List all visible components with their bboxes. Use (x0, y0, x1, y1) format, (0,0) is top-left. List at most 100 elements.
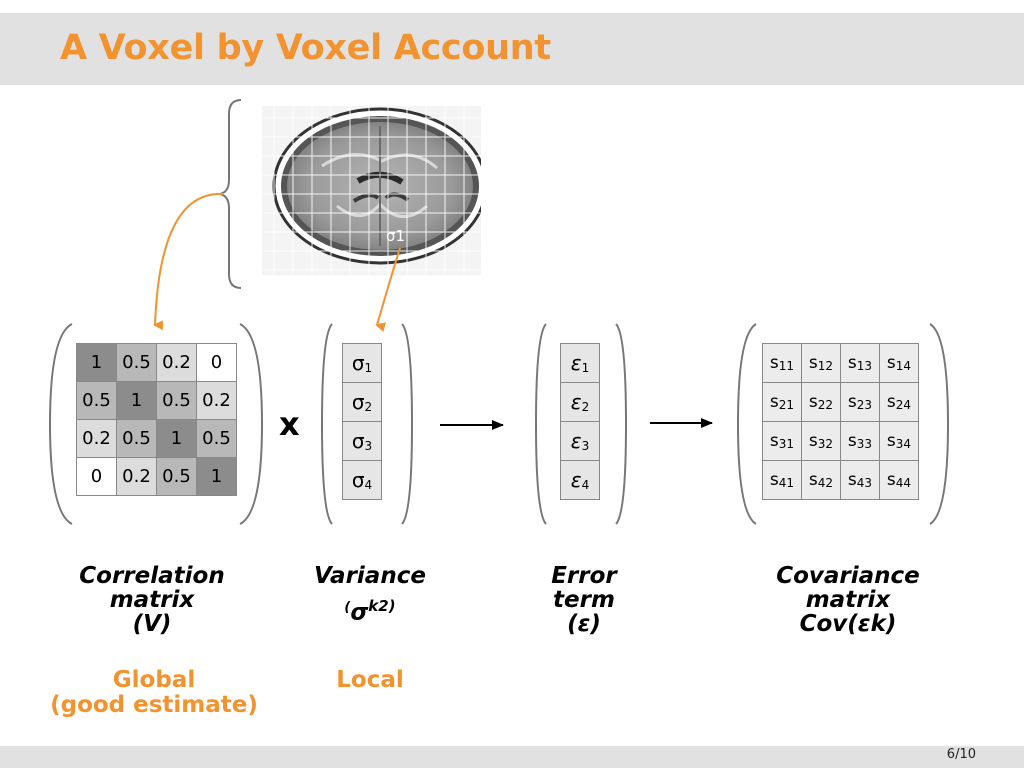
sigma-symbol: σ (351, 468, 365, 492)
label-line: Cov(εk) (799, 611, 897, 637)
cell-subscript: 1 (364, 361, 373, 375)
covariance-label: Covariance matrix Cov(εk) (748, 564, 948, 636)
err-left-paren (534, 323, 547, 525)
error-vector: ε1 ε2 ε3 ε4 (560, 343, 600, 500)
table-row: ε2 (560, 382, 600, 422)
table-row: σ2 (342, 382, 382, 422)
epsilon-symbol: ε (570, 390, 582, 414)
s-symbol: s (847, 470, 857, 490)
matrix-cell: 0.5 (196, 419, 237, 458)
label-paren-close: ) (388, 597, 396, 615)
cell-subscript: 31 (778, 437, 795, 451)
matrix-cell: 0.5 (76, 381, 117, 420)
matrix-cell: s12 (801, 343, 841, 383)
var-left-paren (320, 323, 333, 525)
left-brace (219, 99, 242, 289)
cell-subscript: 21 (778, 398, 795, 412)
matrix-cell: s22 (801, 382, 841, 422)
brain-mri-image (262, 106, 481, 275)
cell-subscript: 22 (817, 398, 834, 412)
sigma-symbol: σ (351, 351, 365, 375)
table-row: 0.5 1 0.5 0.2 (76, 381, 237, 420)
matrix-cell: 0.5 (156, 381, 197, 420)
s-symbol: s (769, 470, 779, 490)
matrix-cell: 0 (196, 343, 237, 382)
page-number: 6/10 (946, 747, 976, 762)
label-line: matrix (805, 587, 891, 613)
epsilon-symbol: ε (570, 429, 582, 453)
cell-subscript: 24 (895, 398, 912, 412)
variance-label: Variance (σk2) (290, 564, 450, 625)
matrix-cell: s11 (762, 343, 802, 383)
s-symbol: s (769, 431, 779, 451)
table-row: ε1 (560, 343, 600, 383)
voxel-sigma-label: σ1 (386, 227, 406, 245)
table-row: s31 s32 s33 s34 (762, 421, 919, 461)
cell-subscript: 34 (895, 437, 912, 451)
vector-cell: σ4 (342, 460, 382, 500)
cell-subscript: 13 (856, 359, 873, 373)
sigma-symbol: σ (351, 390, 365, 414)
cell-subscript: 11 (778, 359, 795, 373)
cell-subscript: 43 (856, 476, 873, 490)
label-line: Covariance (776, 563, 920, 589)
matrix-cell: 1 (76, 343, 117, 382)
matrix-cell: s23 (840, 382, 880, 422)
table-row: s11 s12 s13 s14 (762, 343, 919, 383)
s-symbol: s (886, 392, 896, 412)
cell-subscript: 14 (895, 359, 912, 373)
matrix-cell: s13 (840, 343, 880, 383)
corr-left-paren (48, 323, 73, 525)
note-line: Global (112, 667, 196, 693)
cov-right-paren (929, 323, 950, 525)
vector-cell: σ3 (342, 421, 382, 461)
multiply-operator: x (279, 405, 300, 443)
vector-cell: ε1 (560, 343, 600, 383)
table-row: ε4 (560, 460, 600, 500)
var-right-paren (401, 323, 414, 525)
matrix-cell: 0.5 (116, 419, 157, 458)
matrix-cell: s34 (879, 421, 919, 461)
global-note: Global (good estimate) (14, 668, 294, 718)
label-line: term (553, 587, 615, 613)
vector-cell: σ2 (342, 382, 382, 422)
label-exponent: 2 (378, 597, 389, 615)
s-symbol: s (886, 431, 896, 451)
s-symbol: s (886, 353, 896, 373)
cell-subscript: 4 (581, 478, 590, 492)
matrix-cell: 0.5 (116, 343, 157, 382)
footer-bar (0, 746, 1024, 768)
slide-title: A Voxel by Voxel Account (60, 28, 551, 68)
cell-subscript: 33 (856, 437, 873, 451)
matrix-cell: 0.2 (76, 419, 117, 458)
table-row: σ1 (342, 343, 382, 383)
epsilon-symbol: ε (570, 351, 582, 375)
vector-cell: ε3 (560, 421, 600, 461)
cell-subscript: 41 (778, 476, 795, 490)
correlation-matrix: 1 0.5 0.2 0 0.5 1 0.5 0.2 0.2 0.5 1 0.5 … (76, 343, 237, 496)
table-row: 1 0.5 0.2 0 (76, 343, 237, 382)
matrix-cell: s21 (762, 382, 802, 422)
global-arrow (153, 192, 225, 331)
s-symbol: s (769, 392, 779, 412)
label-line: Error (551, 563, 617, 589)
error-label: Error term (ε) (514, 564, 654, 636)
matrix-cell: s31 (762, 421, 802, 461)
s-symbol: s (808, 470, 818, 490)
s-symbol: s (808, 392, 818, 412)
vector-cell: σ1 (342, 343, 382, 383)
sigma-symbol: σ (351, 429, 365, 453)
table-row: σ3 (342, 421, 382, 461)
table-row: ε3 (560, 421, 600, 461)
matrix-cell: s43 (840, 460, 880, 500)
table-row: 0 0.2 0.5 1 (76, 457, 237, 496)
table-row: σ4 (342, 460, 382, 500)
cell-subscript: 2 (364, 400, 373, 414)
label-line: (σk2) (290, 594, 450, 625)
title-bar (0, 13, 1024, 85)
matrix-cell: 0.2 (116, 457, 157, 496)
table-row: 0.2 0.5 1 0.5 (76, 419, 237, 458)
label-line: (ε) (567, 611, 601, 637)
matrix-cell: s33 (840, 421, 880, 461)
matrix-cell: s24 (879, 382, 919, 422)
